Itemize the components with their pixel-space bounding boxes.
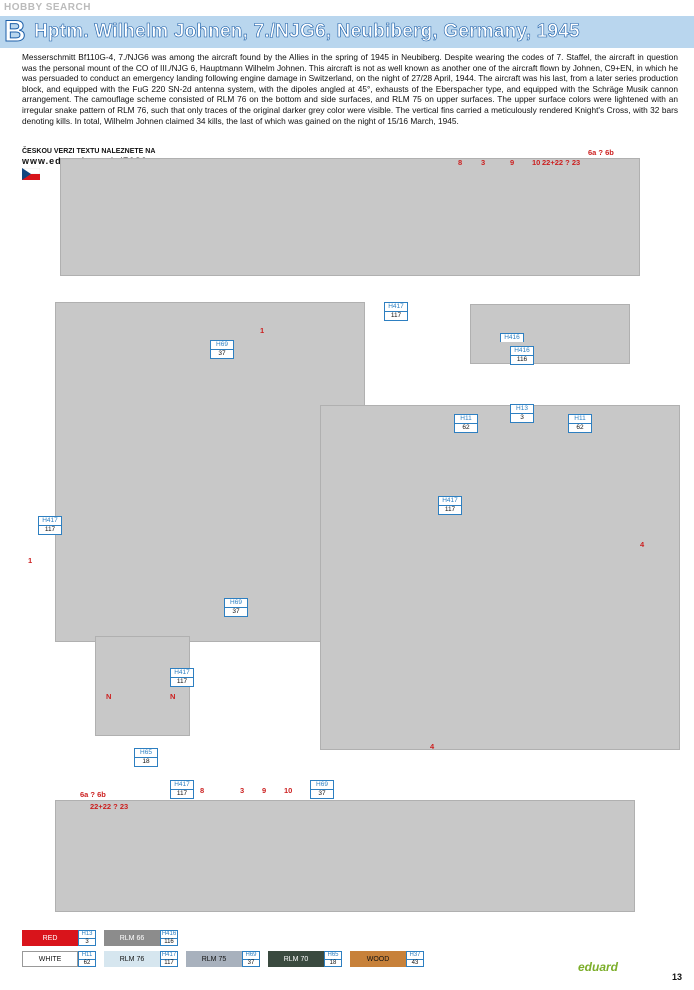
callout-6a-bottom: 6a ? 6b	[80, 790, 106, 799]
hobbysearch-watermark: HOBBY SEARCH	[4, 2, 91, 13]
callout-22-bottom: 22+22 ? 23	[90, 802, 129, 811]
callout-9-top: 9	[510, 158, 515, 167]
callout-9-bottom: 9	[262, 786, 267, 795]
callout-3-top: 3	[481, 158, 486, 167]
aircraft-description: Messerschmitt Bf110G-4, 7./NJG6 was amon…	[22, 52, 678, 126]
callout-1-left-wing: 1	[28, 556, 33, 565]
callout-22-top: 22+22 ? 23	[542, 158, 581, 167]
callout-8-top: 8	[458, 158, 463, 167]
page-title: Hptm. Wilhelm Johnen, 7./NJG6, Neubiberg…	[34, 21, 580, 43]
callout-6a-top: 6a ? 6b	[588, 148, 614, 157]
chip-h416-antenna: H416	[500, 333, 524, 342]
legend-rlm76-swatch: RLM 76	[104, 951, 160, 967]
czech-note: ČESKOU VERZI TEXTU NALEZNETE NA	[22, 148, 156, 155]
bottom-plan-view-image	[320, 405, 680, 750]
legend-white-swatch: WHITE	[22, 951, 78, 967]
callout-n-left: N	[106, 692, 112, 701]
legend-wood-swatch: WOOD	[350, 951, 406, 967]
legend-red-swatch: RED	[22, 930, 78, 946]
option-letter: B	[4, 15, 27, 48]
antenna-detail-image	[470, 304, 630, 364]
eduard-logo: eduard	[578, 960, 619, 974]
side-view-bottom-image	[55, 800, 635, 912]
callout-1-top-wing: 1	[260, 326, 265, 335]
callout-n-right: N	[170, 692, 176, 701]
legend-rlm70-swatch: RLM 70	[268, 951, 324, 967]
side-view-top-image	[60, 158, 640, 276]
header-bar: B Hptm. Wilhelm Johnen, 7./NJG6, Neubibe…	[0, 15, 694, 48]
page-number: 13	[672, 972, 683, 982]
callout-8-bottom: 8	[200, 786, 205, 795]
legend-rlm66-swatch: RLM 66	[104, 930, 160, 946]
callout-10-bottom: 10	[284, 786, 293, 795]
czech-flag-icon	[22, 168, 40, 180]
callout-4-bottom-wing: 4	[430, 742, 435, 751]
callout-3-bottom: 3	[240, 786, 245, 795]
callout-10-top: 10	[532, 158, 541, 167]
legend-rlm75-swatch: RLM 75	[186, 951, 242, 967]
callout-4-right-wing: 4	[640, 540, 645, 549]
